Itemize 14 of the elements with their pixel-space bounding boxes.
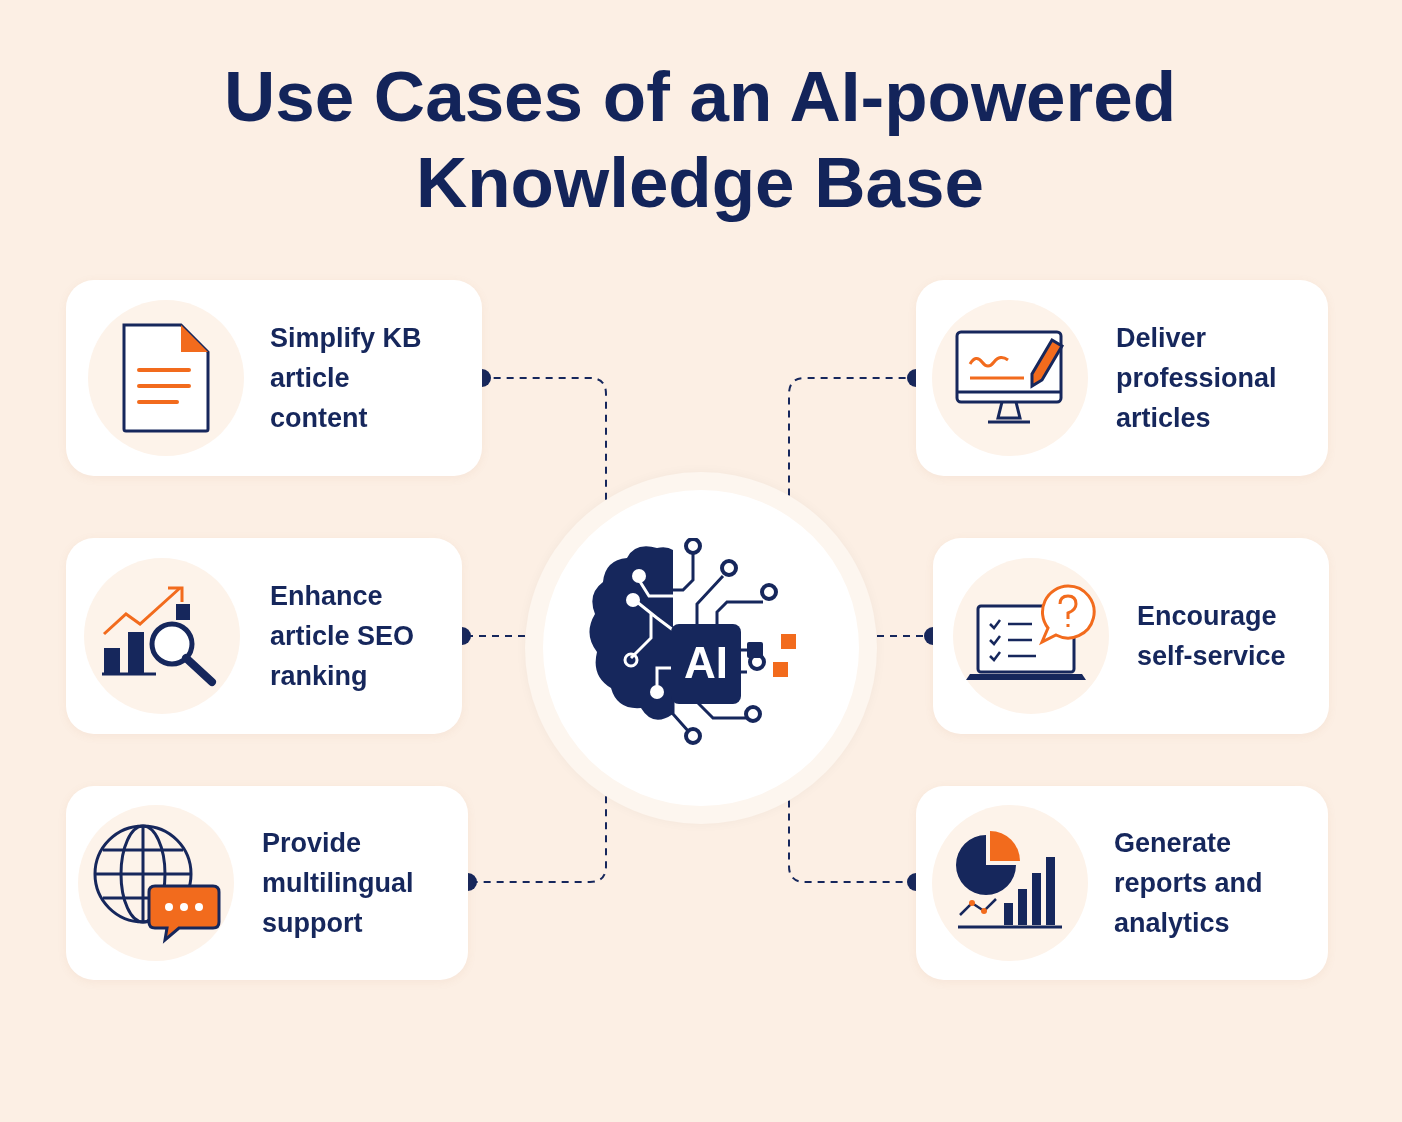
use-case-card [66, 786, 468, 980]
chip-label: AI [683, 638, 729, 688]
use-case-card [916, 280, 1328, 476]
title: Use Cases of an AI-powered Knowledge Base [222, 56, 1178, 224]
use-case-text: Simplify KB article content [270, 322, 423, 435]
use-case-card [66, 538, 462, 734]
use-case-text: Enhance article SEO ranking [270, 580, 416, 693]
use-case-text: Encourage self-service [1137, 600, 1287, 673]
use-case-text: Provide multilingual support [262, 827, 415, 940]
use-case-text: Generate reports and analytics [1114, 827, 1264, 940]
use-case-text: Deliver professional articles [1116, 322, 1278, 435]
use-case-card [66, 280, 482, 476]
use-case-card [933, 538, 1329, 734]
use-case-card [916, 786, 1328, 980]
